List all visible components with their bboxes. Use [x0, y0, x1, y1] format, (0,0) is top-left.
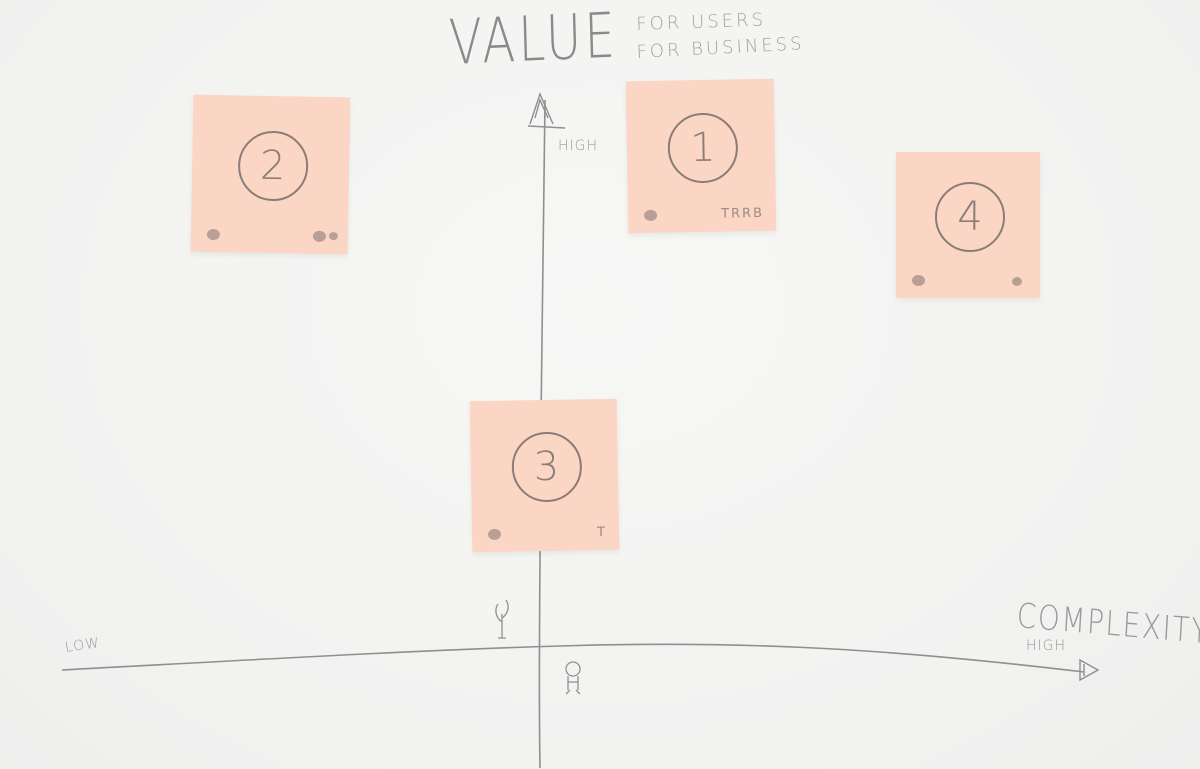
plant-doodle-icon: [495, 599, 509, 639]
sticky-number: 3: [510, 431, 582, 504]
dot-sticker: [1012, 277, 1022, 286]
dot-sticker: [912, 275, 925, 286]
dot-sticker: [312, 230, 327, 242]
sticky-note-2[interactable]: 2: [190, 94, 351, 255]
x-axis-line: [61, 643, 1085, 673]
dot-sticker: [643, 209, 658, 222]
person-doodle-icon: [565, 661, 581, 695]
y-axis-title: VALUE: [448, 0, 620, 79]
dot-sticker: [487, 528, 502, 540]
y-axis-arrowhead: [527, 92, 566, 129]
dot-sticker: [206, 228, 221, 241]
sticky-note-3[interactable]: 3 T: [469, 398, 620, 553]
sticky-number: 4: [935, 182, 1005, 253]
dot-sticker: [328, 232, 339, 241]
x-axis-arrowhead: [1079, 658, 1100, 682]
sticky-note-1[interactable]: 1 TRRB: [625, 78, 777, 234]
x-axis-high-label: HIGH: [1026, 638, 1067, 654]
sticky-number: 2: [237, 130, 309, 203]
sticky-tags: TRRB: [720, 205, 765, 222]
sticky-note-4[interactable]: 4: [896, 152, 1040, 298]
y-axis-high-label: HIGH: [558, 138, 599, 154]
sticky-tags: T: [596, 524, 608, 541]
sticky-number: 1: [667, 112, 739, 184]
